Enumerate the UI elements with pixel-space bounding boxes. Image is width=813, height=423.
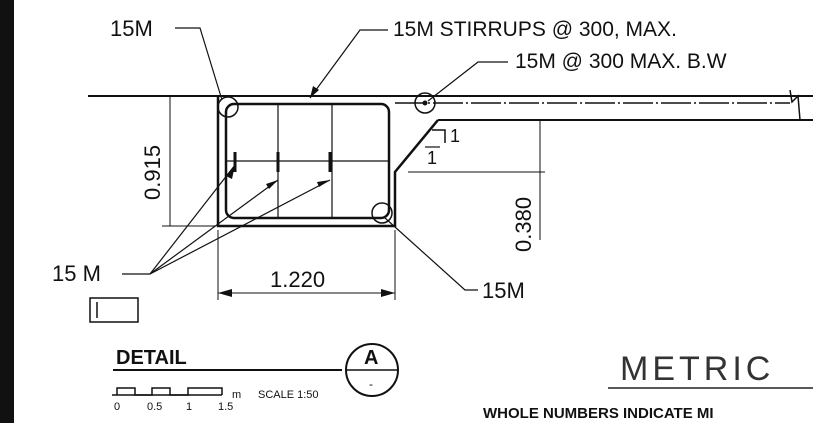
- leader-to-bar-1: [149, 164, 236, 275]
- arrowhead-bar-1: [226, 165, 235, 179]
- label-slab-bars: 15M @ 300 MAX. B.W: [515, 50, 727, 73]
- arrowhead-bar-3: [317, 180, 330, 187]
- scale-unit: m: [232, 389, 241, 401]
- scale-tick-2: 1: [186, 401, 192, 413]
- leader-top-left: [175, 27, 223, 101]
- bar-dot-slab: [422, 100, 428, 106]
- dim-width-value: 1.220: [270, 267, 325, 292]
- slope-run-value: 1: [427, 148, 437, 168]
- leader-bottom-right: [384, 217, 478, 291]
- dim-drop-value: 0.380: [511, 197, 536, 252]
- bar-section-symbol: [89, 297, 139, 323]
- detail-title: DETAIL: [116, 347, 187, 369]
- dim-arrow-right: [381, 289, 395, 297]
- leader-to-bar-2: [149, 179, 279, 275]
- slope-rise-value: 1: [450, 126, 460, 146]
- scale-tick-1: 0.5: [147, 401, 162, 413]
- label-stirrups: 15M STIRRUPS @ 300, MAX.: [393, 18, 677, 41]
- scale-tick-0: 0: [114, 401, 120, 413]
- dim-arrow-left: [218, 289, 232, 297]
- scale-tick-3: 1.5: [218, 401, 233, 413]
- leader-slab-bars: [427, 61, 508, 102]
- units-heading: METRIC: [620, 350, 774, 388]
- dim-height-value: 0.915: [140, 145, 165, 200]
- bar-circle-slab: [414, 92, 436, 114]
- scale-text: SCALE 1:50: [258, 389, 319, 401]
- leader-to-bar-3: [149, 179, 331, 275]
- bar-circle-top-left: [217, 96, 239, 118]
- beam-outline: [216, 96, 439, 228]
- label-bottom-left-bars: 15 M: [52, 261, 101, 286]
- arrowhead-stirrups: [310, 86, 319, 98]
- scale-bar: [116, 387, 223, 396]
- sheet-border-left: [0, 0, 14, 423]
- units-note: WHOLE NUMBERS INDICATE MI: [483, 405, 714, 422]
- detail-marker-letter: A: [364, 347, 378, 369]
- label-bottom-right-bar: 15M: [482, 278, 525, 303]
- leader-stirrups: [309, 29, 388, 99]
- detail-marker-sheet: -: [369, 377, 373, 391]
- arrowhead-bar-2: [266, 180, 278, 189]
- label-top-left-bar: 15M: [110, 16, 153, 41]
- bar-circle-bottom-right: [371, 202, 393, 224]
- slope-triangle: [432, 129, 446, 143]
- slab-break-symbol: [789, 89, 801, 121]
